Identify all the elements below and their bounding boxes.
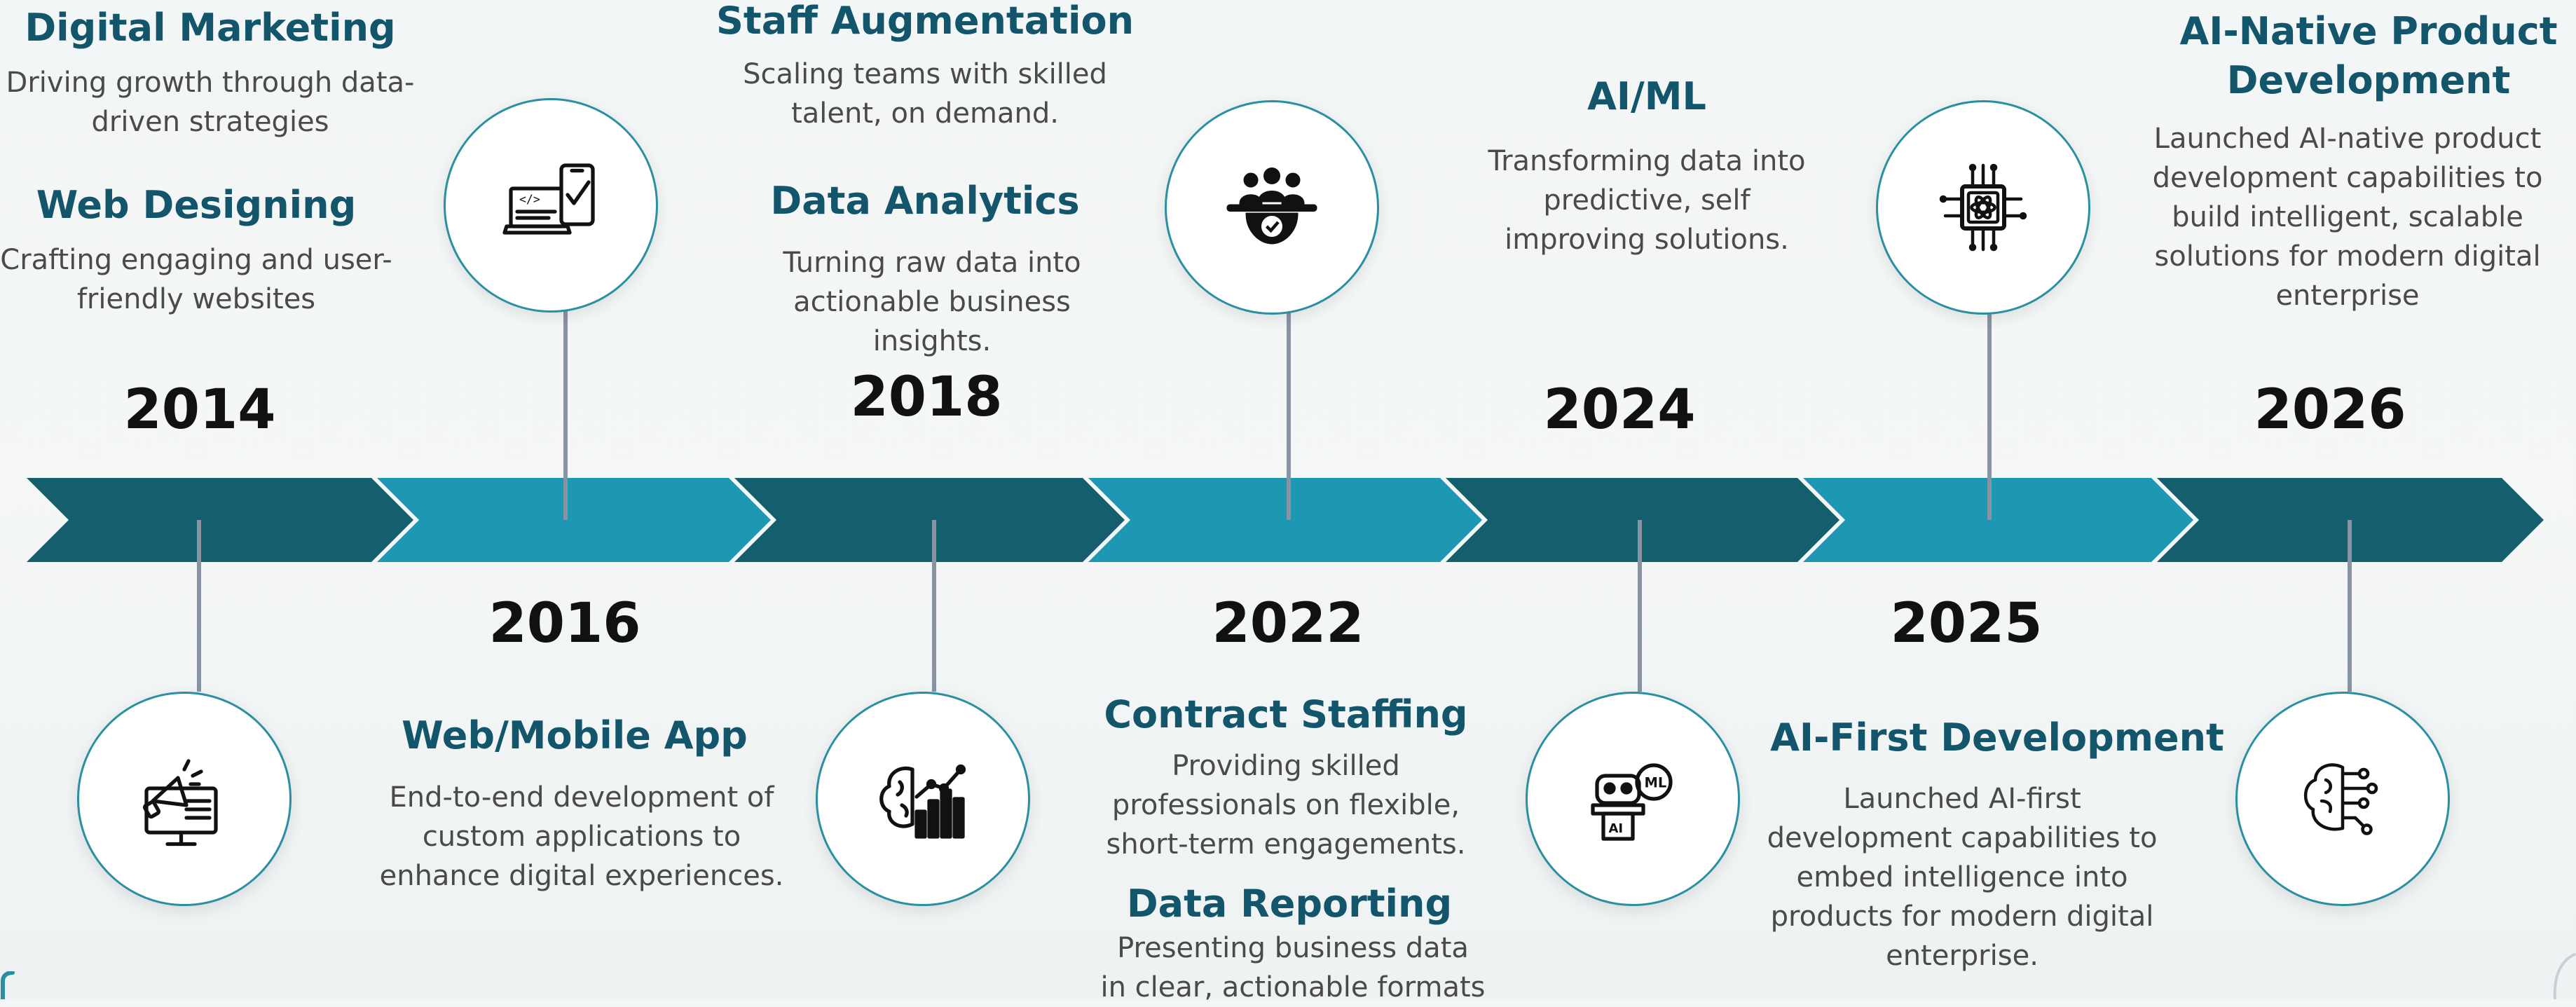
service-desc-contract-staffing: Providing skilled professionals on flexi… [1106,750,1466,861]
connector-2025 [1987,308,1992,520]
robot-ml-icon: ML AI [1591,763,1673,841]
service-desc-data-reporting: Presenting business data in clear, actio… [1100,932,1486,1003]
icon-circle-2014 [77,692,292,906]
year-label-2016: 2016 [488,592,641,655]
service-title-staff-augmentation: Staff Augmentation [715,0,1135,43]
service-title-web-mobile-app: Web/Mobile App [402,713,748,758]
year-label-2024: 2024 [1543,378,1696,441]
svg-text:</>: </> [519,193,540,206]
service-title-data-analytics: Data Analytics [770,179,1080,223]
service-desc-digital-marketing: Driving growth through data-driven strat… [6,67,415,138]
connector-2024 [1638,520,1642,692]
connector-2022 [1287,308,1291,520]
year-label-2022: 2022 [1212,592,1364,655]
arrow-segment-5 [1446,478,1839,562]
icon-circle-2024: ML AI [1526,692,1740,906]
connector-2018 [932,520,936,692]
connector-2014 [197,520,201,692]
svg-text:AI: AI [1609,821,1624,836]
service-title-contract-staffing: Contract Staffing [1104,692,1468,737]
icon-circle-2018 [816,692,1030,906]
year-label-2026: 2026 [2254,378,2406,441]
svg-text:ML: ML [1645,775,1667,791]
year-label-2025: 2025 [1890,592,2043,655]
brain-analytics-chart-icon [879,764,966,839]
connector-2026 [2348,520,2352,692]
icon-circle-2016: </> [444,98,658,313]
corner-decoration-right [2553,953,2576,999]
year-label-2018: 2018 [850,366,1003,429]
service-title-digital-marketing: Digital Marketing [25,6,396,50]
corner-decoration-left [1,971,15,999]
arrow-segment-4 [1088,478,1482,562]
icon-circle-2022 [1165,100,1379,315]
service-title-ai-native-product-development: AI-Native Product Development [2179,9,2558,102]
icon-circle-2025 [1876,100,2090,315]
service-title-ai-first-development: AI-First Development [1770,715,2224,760]
connector-2016 [563,308,568,520]
arrow-segment-2 [377,478,771,562]
service-title-data-reporting: Data Reporting [1126,882,1453,926]
service-title-ai-ml: AI/ML [1587,74,1706,118]
service-desc-ai-ml: Transforming data into predictive, self … [1488,145,1806,256]
service-desc-data-analytics: Turning raw data into actionable busines… [783,247,1081,357]
arrow-segment-6 [1803,478,2193,562]
service-desc-web-designing: Crafting engaging and user-friendly webs… [0,244,392,315]
ai-chip-atom-icon [1939,163,2027,252]
arrow-segment-1 [27,478,413,562]
megaphone-monitor-icon [142,759,218,847]
service-desc-web-mobile-app: End-to-end development of custom applica… [379,781,784,892]
brain-circuit-icon [2303,763,2378,835]
team-gear-icon [1226,167,1317,245]
laptop-phone-code-icon: </> [502,163,595,235]
arrow-segment-3 [734,478,1125,562]
service-desc-ai-native-product-development: Launched AI-native product development c… [2152,123,2543,312]
service-title-web-designing: Web Designing [36,183,357,227]
service-desc-staff-augmentation: Scaling teams with skilled talent, on de… [743,58,1107,130]
year-label-2014: 2014 [123,378,276,441]
icon-circle-2026 [2235,692,2450,906]
service-desc-ai-first-development: Launched AI-first development capabiliti… [1767,783,2158,972]
